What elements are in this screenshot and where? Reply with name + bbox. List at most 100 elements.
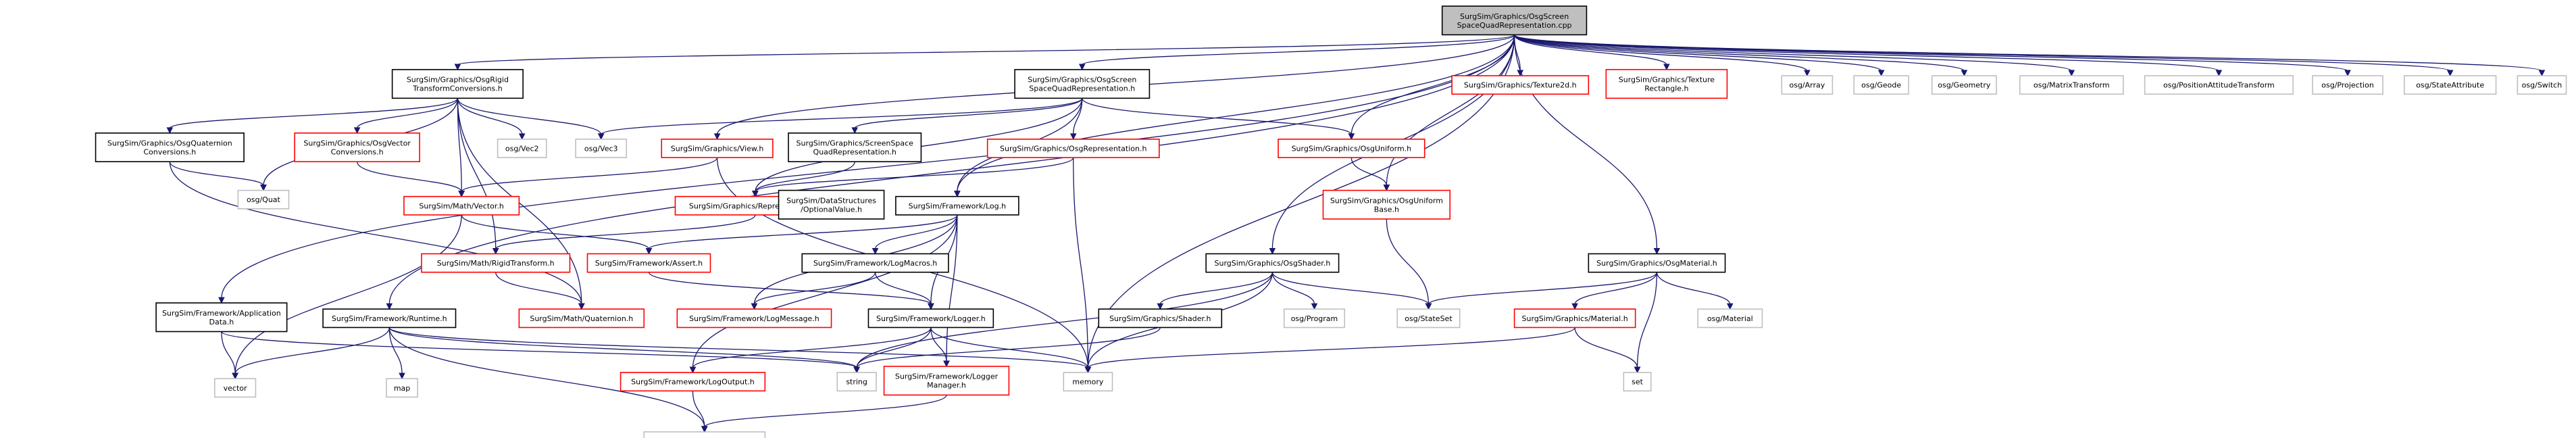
edge-rigid-to-vec2: [457, 98, 523, 135]
node-label-line: SurgSim/Framework/LogOutput.h: [631, 378, 755, 387]
arrowhead-osgmaterial-to-material: [1571, 303, 1578, 310]
edge-osgmaterial-to-material: [1574, 272, 1658, 305]
edge-root-to-runtime: [388, 34, 1515, 305]
node-box: [403, 195, 520, 216]
edge-logmacros-to-logger: [874, 272, 932, 305]
node-log[interactable]: SurgSim/Framework/Log.h: [895, 195, 1019, 216]
node-label-line: osg/Switch: [2522, 81, 2562, 90]
edge-root-to-sqrepcpp: [1082, 34, 1515, 66]
node-box: [2517, 75, 2567, 95]
node-label-line: SpaceQuadRepresentation.h: [1029, 84, 1135, 93]
node-view[interactable]: SurgSim/Graphics/View.h: [661, 139, 774, 158]
arrowhead-sqrepcpp-to-osgrep: [1069, 133, 1077, 141]
node-logger[interactable]: SurgSim/Framework/Logger.h: [867, 308, 994, 328]
edge-runtime-to-vector: [234, 327, 390, 374]
edge-sqrep-to-rep: [755, 162, 855, 192]
edge-root-to-pat: [1513, 34, 2220, 72]
node-label-line: SurgSim/Graphics/View.h: [671, 145, 764, 153]
node-box: [237, 189, 290, 210]
edge-loggermgr-to-mutex: [704, 395, 947, 428]
node-label-line: osg/Vec2: [505, 145, 539, 153]
node-runtime[interactable]: SurgSim/Framework/Runtime.h: [322, 308, 457, 328]
node-box: [778, 189, 885, 220]
arrowhead-log-to-assert: [645, 247, 653, 255]
node-label-line: SurgSim/Framework/LogMessage.h: [689, 314, 819, 323]
node-logoutput[interactable]: SurgSim/Framework/LogOutput.h: [620, 372, 766, 392]
edge-root-to-memory: [1087, 34, 1515, 368]
node-box: [421, 253, 571, 273]
node-osguniform[interactable]: SurgSim/Graphics/OsgUniform.h: [1278, 139, 1425, 158]
arrowhead-logger-to-logoutput: [689, 366, 697, 374]
node-box: [801, 253, 949, 273]
node-shader[interactable]: SurgSim/Graphics/Shader.h: [1098, 308, 1223, 328]
node-label-line: osg/Array: [1789, 81, 1825, 90]
arrowhead-root-to-stateattr: [2446, 70, 2454, 77]
node-quaternion[interactable]: SurgSim/Math/Quaternion.h: [518, 308, 645, 328]
edge-rep-to-rigidtf: [495, 214, 756, 250]
arrowhead-view-to-mvector: [458, 191, 465, 197]
node-label-line: map: [394, 384, 410, 393]
node-label-line: SurgSim/Graphics/OsgQuaternion: [107, 139, 232, 148]
node-osgmaterial[interactable]: SurgSim/Graphics/OsgMaterial.h: [1588, 253, 1726, 273]
arrowhead-rigid-to-vecconv: [353, 127, 361, 134]
node-box: [518, 308, 645, 328]
edge-uniformbase-to-stateset: [1386, 218, 1430, 305]
node-box: [213, 378, 257, 398]
node-sqrep[interactable]: SurgSim/Graphics/ScreenSpaceQuadRepresen…: [788, 132, 922, 163]
edge-log-to-logmacros: [874, 214, 958, 249]
node-stateset: osg/StateSet: [1396, 308, 1461, 328]
node-osgmat: osg/Material: [1697, 308, 1763, 328]
node-root[interactable]: SurgSim/Graphics/OsgScreenSpaceQuadRepre…: [1441, 5, 1588, 36]
node-array: osg/Array: [1781, 75, 1834, 95]
node-label-line: osg/Geode: [1861, 81, 1901, 90]
arrowhead-logmacros-to-logger: [928, 303, 934, 310]
node-box: [1396, 308, 1461, 328]
node-label-line: SurgSim/Graphics/OsgScreen: [1028, 76, 1136, 84]
node-mvector[interactable]: SurgSim/Math/Vector.h: [403, 195, 520, 216]
edge-material-to-set: [1574, 327, 1638, 368]
edge-quatconv-to-quat: [169, 161, 264, 186]
node-box: [575, 139, 628, 158]
node-logmacros[interactable]: SurgSim/Framework/LogMacros.h: [801, 253, 949, 273]
arrowhead-material-to-set: [1634, 366, 1641, 374]
node-rigid[interactable]: SurgSim/Graphics/OsgRigidTransformConver…: [391, 69, 524, 99]
arrowhead-osgrep-to-rep: [752, 191, 759, 197]
node-label-line: SurgSim/Math/Quaternion.h: [530, 314, 633, 323]
edge-root-to-mtx: [1513, 34, 2072, 72]
node-box: [294, 132, 420, 163]
edge-root-to-osgmaterial: [1513, 34, 1658, 249]
arrowhead-root-to-geometry: [1961, 70, 1968, 77]
node-assert[interactable]: SurgSim/Framework/Assert.h: [586, 253, 711, 273]
edge-sqrepcpp-to-sqrep: [854, 98, 1083, 129]
edge-rigidtf-to-quaternion: [495, 272, 582, 305]
node-logmessage[interactable]: SurgSim/Framework/LogMessage.h: [676, 308, 832, 328]
edge-mvector-to-vector: [234, 214, 462, 374]
edge-logger-to-loggermgr: [930, 327, 947, 362]
node-material[interactable]: SurgSim/Graphics/Material.h: [1513, 308, 1636, 328]
node-label-line: SurgSim/Graphics/OsgScreen: [1460, 12, 1569, 21]
node-label-line: string: [846, 378, 867, 387]
node-label-line: memory: [1072, 378, 1103, 387]
edge-osguniform-to-uniformbase: [1350, 157, 1388, 186]
arrowhead-rigidtf-to-quaternion: [578, 303, 585, 310]
node-label-line: QuadRepresentation.h: [813, 148, 896, 157]
edge-mvector-to-assert: [461, 214, 650, 249]
arrowhead-sqrepcpp-to-log: [954, 191, 961, 197]
node-box: [1278, 139, 1425, 158]
node-quatconv[interactable]: SurgSim/Graphics/OsgQuaternionConversion…: [95, 132, 245, 163]
edge-quatconv-to-quaternion: [169, 162, 582, 305]
node-sqrepcpp[interactable]: SurgSim/Graphics/OsgScreenSpaceQuadRepre…: [1014, 69, 1151, 99]
node-optval[interactable]: SurgSim/DataStructures/OptionalValue.h: [778, 189, 885, 220]
node-rigidtf[interactable]: SurgSim/Math/RigidTransform.h: [421, 253, 571, 273]
node-label-line: SurgSim/Framework/Log.h: [909, 201, 1006, 210]
edge-root-to-osguniform: [1350, 34, 1515, 135]
node-texture2d[interactable]: SurgSim/Graphics/Texture2d.h: [1451, 75, 1590, 95]
arrowhead-root-to-geode: [1877, 70, 1885, 77]
node-osgshader[interactable]: SurgSim/Graphics/OsgShader.h: [1205, 253, 1340, 273]
node-osgrep[interactable]: SurgSim/Graphics/OsgRepresentation.h: [986, 139, 1160, 158]
